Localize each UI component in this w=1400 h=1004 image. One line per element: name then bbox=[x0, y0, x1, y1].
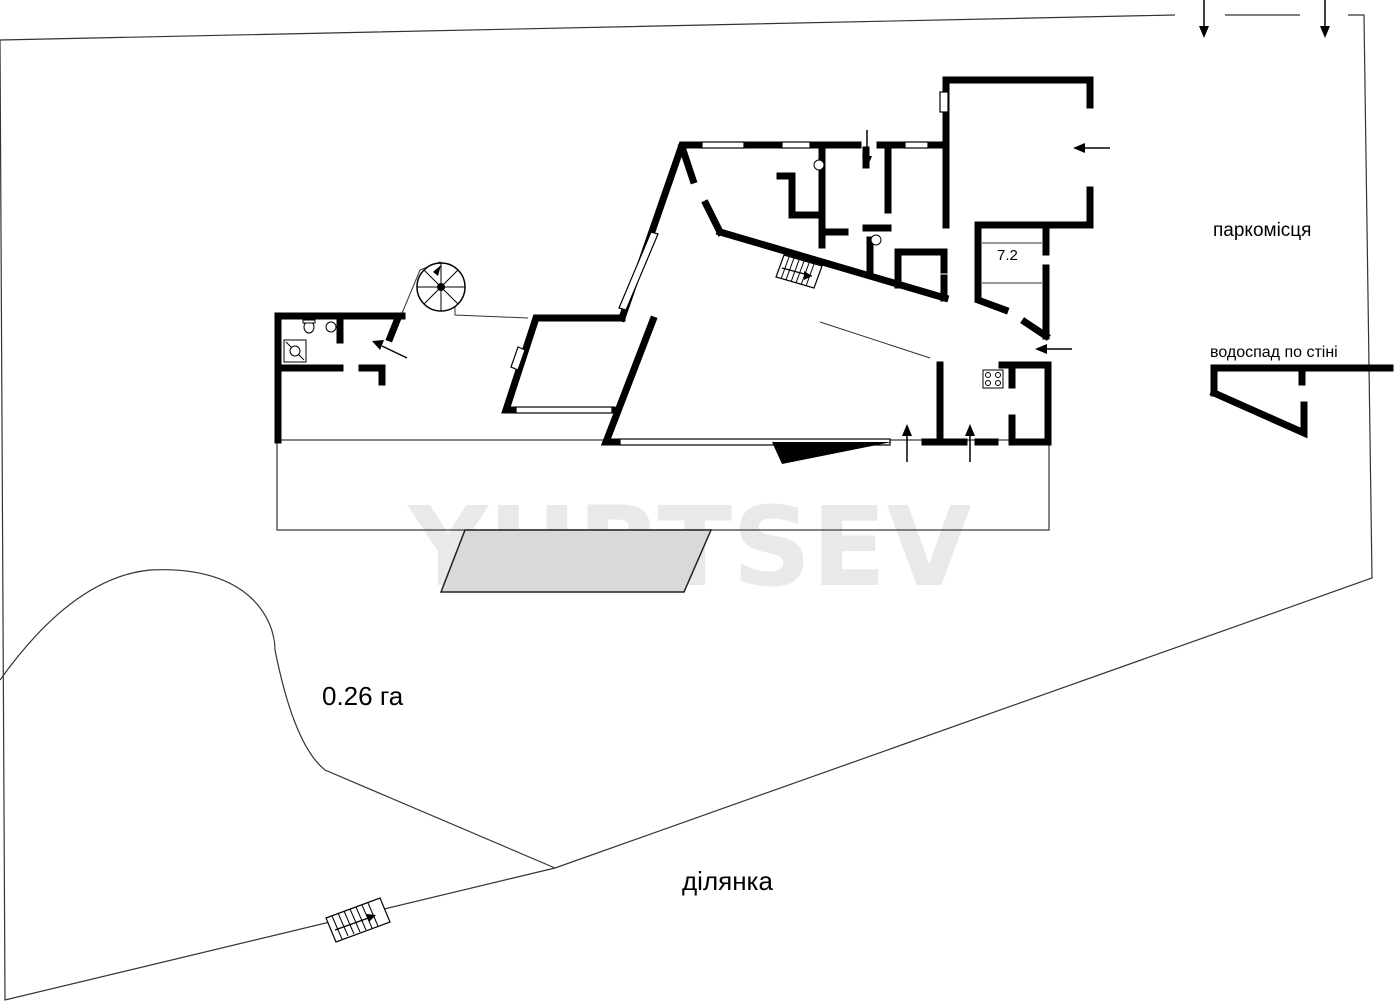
shower-icon bbox=[283, 339, 307, 363]
pool bbox=[439, 529, 713, 593]
wall-wedge bbox=[772, 442, 892, 464]
door-openings bbox=[819, 242, 1042, 359]
window-icon bbox=[618, 231, 659, 311]
room-area-label: 7.2 bbox=[997, 247, 1018, 264]
entry-arrow-icon bbox=[965, 424, 975, 462]
entry-arrow-icon bbox=[1073, 143, 1110, 153]
window-icon bbox=[510, 346, 526, 371]
sink-icon bbox=[813, 159, 825, 171]
parking-label: паркомісця bbox=[1213, 220, 1311, 241]
windows bbox=[510, 91, 949, 446]
sink-icon bbox=[325, 321, 337, 333]
window-icon bbox=[904, 141, 929, 149]
plot-area-label: 0.26 га bbox=[322, 681, 404, 711]
straight-stair-icon bbox=[325, 897, 391, 943]
entry-arrow-icon bbox=[902, 424, 912, 462]
building-walls bbox=[274, 76, 1394, 446]
window-icon bbox=[701, 141, 745, 149]
sink-icon bbox=[870, 234, 882, 246]
spiral-stair-icon bbox=[416, 262, 466, 312]
entry-arrow-icon bbox=[372, 340, 408, 359]
entry-arrow-icon bbox=[862, 130, 872, 168]
entry-arrow-icon bbox=[1320, 0, 1330, 38]
window-icon bbox=[515, 406, 613, 414]
toilet-icon bbox=[302, 319, 316, 334]
bathroom-fixtures bbox=[283, 159, 1004, 389]
door-opening-icon bbox=[819, 321, 931, 359]
stove-icon bbox=[982, 369, 1004, 389]
entry-arrow-icon bbox=[1035, 344, 1072, 354]
entry-arrows bbox=[372, 0, 1330, 462]
straight-stair-icon bbox=[775, 254, 823, 289]
entry-arrow-icon bbox=[1199, 0, 1209, 38]
window-icon bbox=[939, 91, 949, 113]
waterfall-label: водоспад по стіні bbox=[1210, 344, 1338, 361]
plot-label: ділянка bbox=[682, 866, 774, 896]
garden-path-outline bbox=[0, 569, 556, 869]
window-icon bbox=[781, 141, 811, 149]
